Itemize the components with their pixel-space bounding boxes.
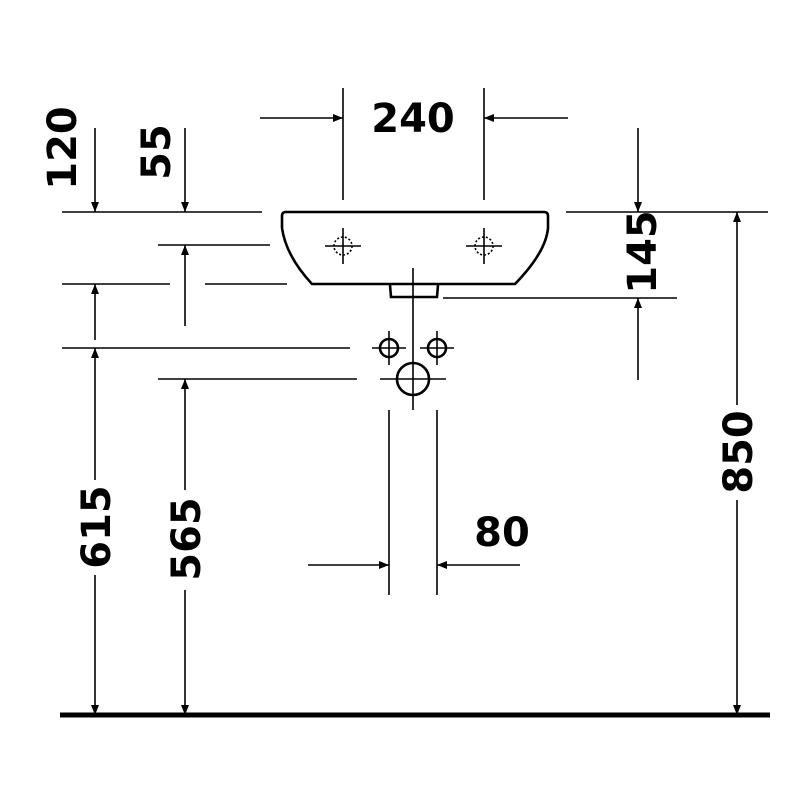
tap-hole-right-icon [466,228,502,264]
dim-850: 850 [716,410,762,494]
dim-615: 615 [74,485,120,569]
tap-hole-left-icon [325,228,361,264]
waste-pipe-icon [380,361,446,397]
supply-left-icon [372,331,406,365]
dim-565: 565 [164,497,210,581]
dim-240: 240 [371,96,455,142]
drain-outlet [388,284,440,299]
supply-right-icon [420,331,454,365]
dim-120: 120 [40,106,86,190]
dim-80: 80 [474,510,530,556]
basin-outline [280,210,550,286]
dim-55: 55 [134,124,180,180]
dimension-lines [91,114,741,715]
dim-145: 145 [620,210,666,294]
